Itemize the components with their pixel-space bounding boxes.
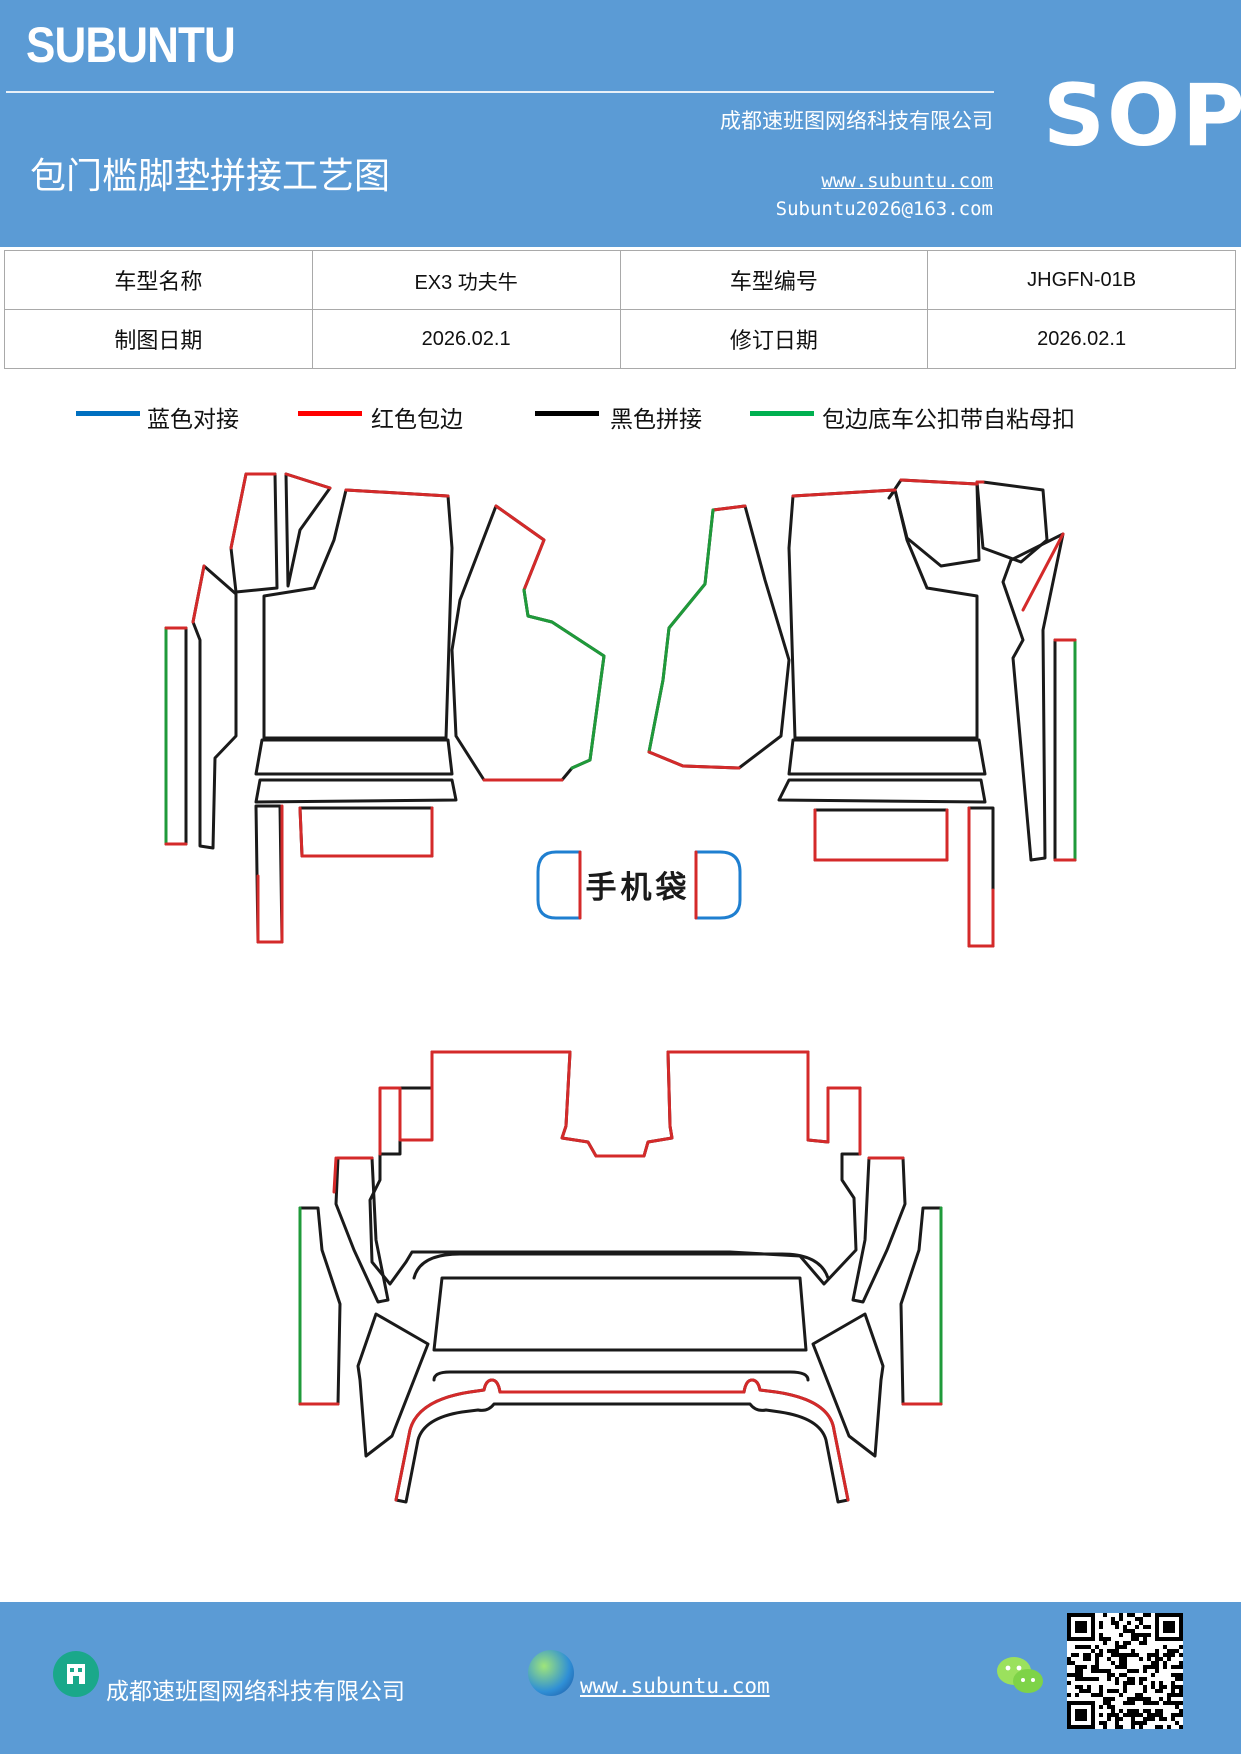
table-row: 车型名称 EX3 功夫牛 车型编号 JHGFN-01B: [4, 250, 1236, 310]
header-website-link[interactable]: www.subuntu.com: [821, 170, 993, 192]
model-code-value: JHGFN-01B: [927, 250, 1236, 310]
header-company-name: 成都速班图网络科技有限公司: [720, 109, 993, 133]
wechat-icon: [995, 1654, 1045, 1698]
globe-icon: [528, 1650, 574, 1696]
building-icon: [53, 1651, 99, 1697]
legend-label-red: 红色包边: [371, 407, 463, 433]
header-email: Subuntu2026@163.com: [775, 198, 993, 220]
table-row: 制图日期 2026.02.1 修订日期 2026.02.1: [4, 309, 1236, 369]
footer-website-link[interactable]: www.subuntu.com: [580, 1674, 770, 1698]
left-mat-set: [164, 472, 606, 944]
model-name-value: EX3 功夫牛: [311, 250, 621, 310]
legend-swatch-black: [535, 411, 599, 416]
sop-badge: SOP: [1043, 66, 1241, 166]
rear-mat-set: [298, 1050, 943, 1504]
brand-logo-text: SUBUNTU: [26, 17, 236, 73]
page-footer: 成都速班图网络科技有限公司 www.subuntu.com: [0, 1602, 1241, 1754]
legend-label-blue: 蓝色对接: [147, 407, 239, 433]
footer-company-name: 成都速班图网络科技有限公司: [106, 1679, 405, 1705]
draw-date-label: 制图日期: [4, 309, 313, 369]
legend-label-green: 包边底车公扣带自粘母扣: [822, 407, 1075, 433]
revise-date-value: 2026.02.1: [927, 309, 1236, 369]
page-header: SUBUNTU 成都速班图网络科技有限公司 包门槛脚垫拼接工艺图 www.sub…: [0, 0, 1241, 247]
model-code-label: 车型编号: [619, 250, 929, 310]
phone-bag-label: 手机袋: [586, 870, 691, 906]
header-divider: [6, 91, 994, 93]
qr-code: [1067, 1613, 1183, 1729]
legend-swatch-red: [298, 411, 362, 416]
legend-label-black: 黑色拼接: [610, 407, 702, 433]
legend-swatch-blue: [76, 411, 140, 416]
revise-date-label: 修订日期: [619, 309, 929, 369]
draw-date-value: 2026.02.1: [311, 309, 621, 369]
model-name-label: 车型名称: [4, 250, 313, 310]
phone-bag-piece: 手机袋: [536, 850, 742, 920]
right-mat-set: [647, 478, 1077, 948]
info-table: 车型名称 EX3 功夫牛 车型编号 JHGFN-01B 制图日期 2026.02…: [4, 250, 1236, 369]
page-title: 包门槛脚垫拼接工艺图: [30, 156, 391, 197]
legend-swatch-green: [750, 411, 814, 416]
